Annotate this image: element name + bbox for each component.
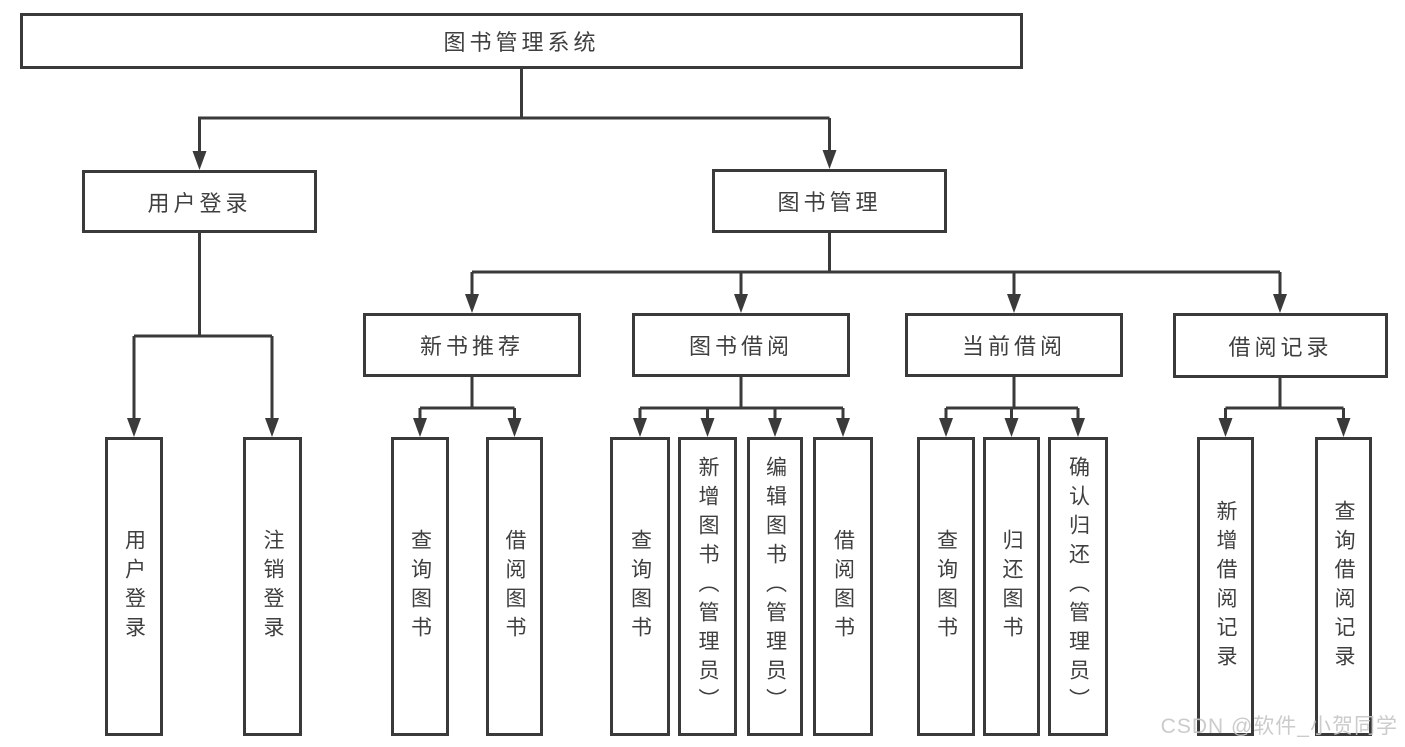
node-user-login: 用户登录: [82, 170, 317, 233]
leaf-query-borrow-record: 查询借阅记录: [1315, 437, 1372, 736]
leaf-add-borrow-record: 新增借阅记录: [1197, 437, 1254, 736]
node-book-management: 图书管理: [712, 169, 947, 233]
node-book-borrow: 图书借阅: [632, 313, 850, 377]
arrowheads: [127, 150, 1351, 437]
leaf-confirm-return-admin: 确认归还（管理员）: [1048, 437, 1108, 736]
leaf-add-book-admin: 新增图书（管理员）: [678, 437, 737, 736]
node-new-book-recommend: 新书推荐: [363, 313, 581, 377]
connector-lines: [132, 69, 1345, 421]
leaf-user-login: 用户登录: [105, 437, 163, 736]
leaf-newbook-query-book: 查询图书: [391, 437, 449, 736]
leaf-logout: 注销登录: [243, 437, 302, 736]
leaf-current-query-book: 查询图书: [917, 437, 975, 736]
node-borrow-records: 借阅记录: [1173, 313, 1388, 378]
node-root: 图书管理系统: [20, 13, 1023, 69]
leaf-return-book: 归还图书: [983, 437, 1040, 736]
leaf-edit-book-admin: 编辑图书（管理员）: [747, 437, 803, 736]
leaf-newbook-borrow-book: 借阅图书: [486, 437, 543, 736]
node-current-borrow: 当前借阅: [905, 313, 1123, 377]
leaf-borrow-borrow-book: 借阅图书: [813, 437, 873, 736]
watermark: CSDN @软件_小贺同学: [1160, 715, 1398, 738]
leaf-borrow-query-book: 查询图书: [610, 437, 670, 736]
